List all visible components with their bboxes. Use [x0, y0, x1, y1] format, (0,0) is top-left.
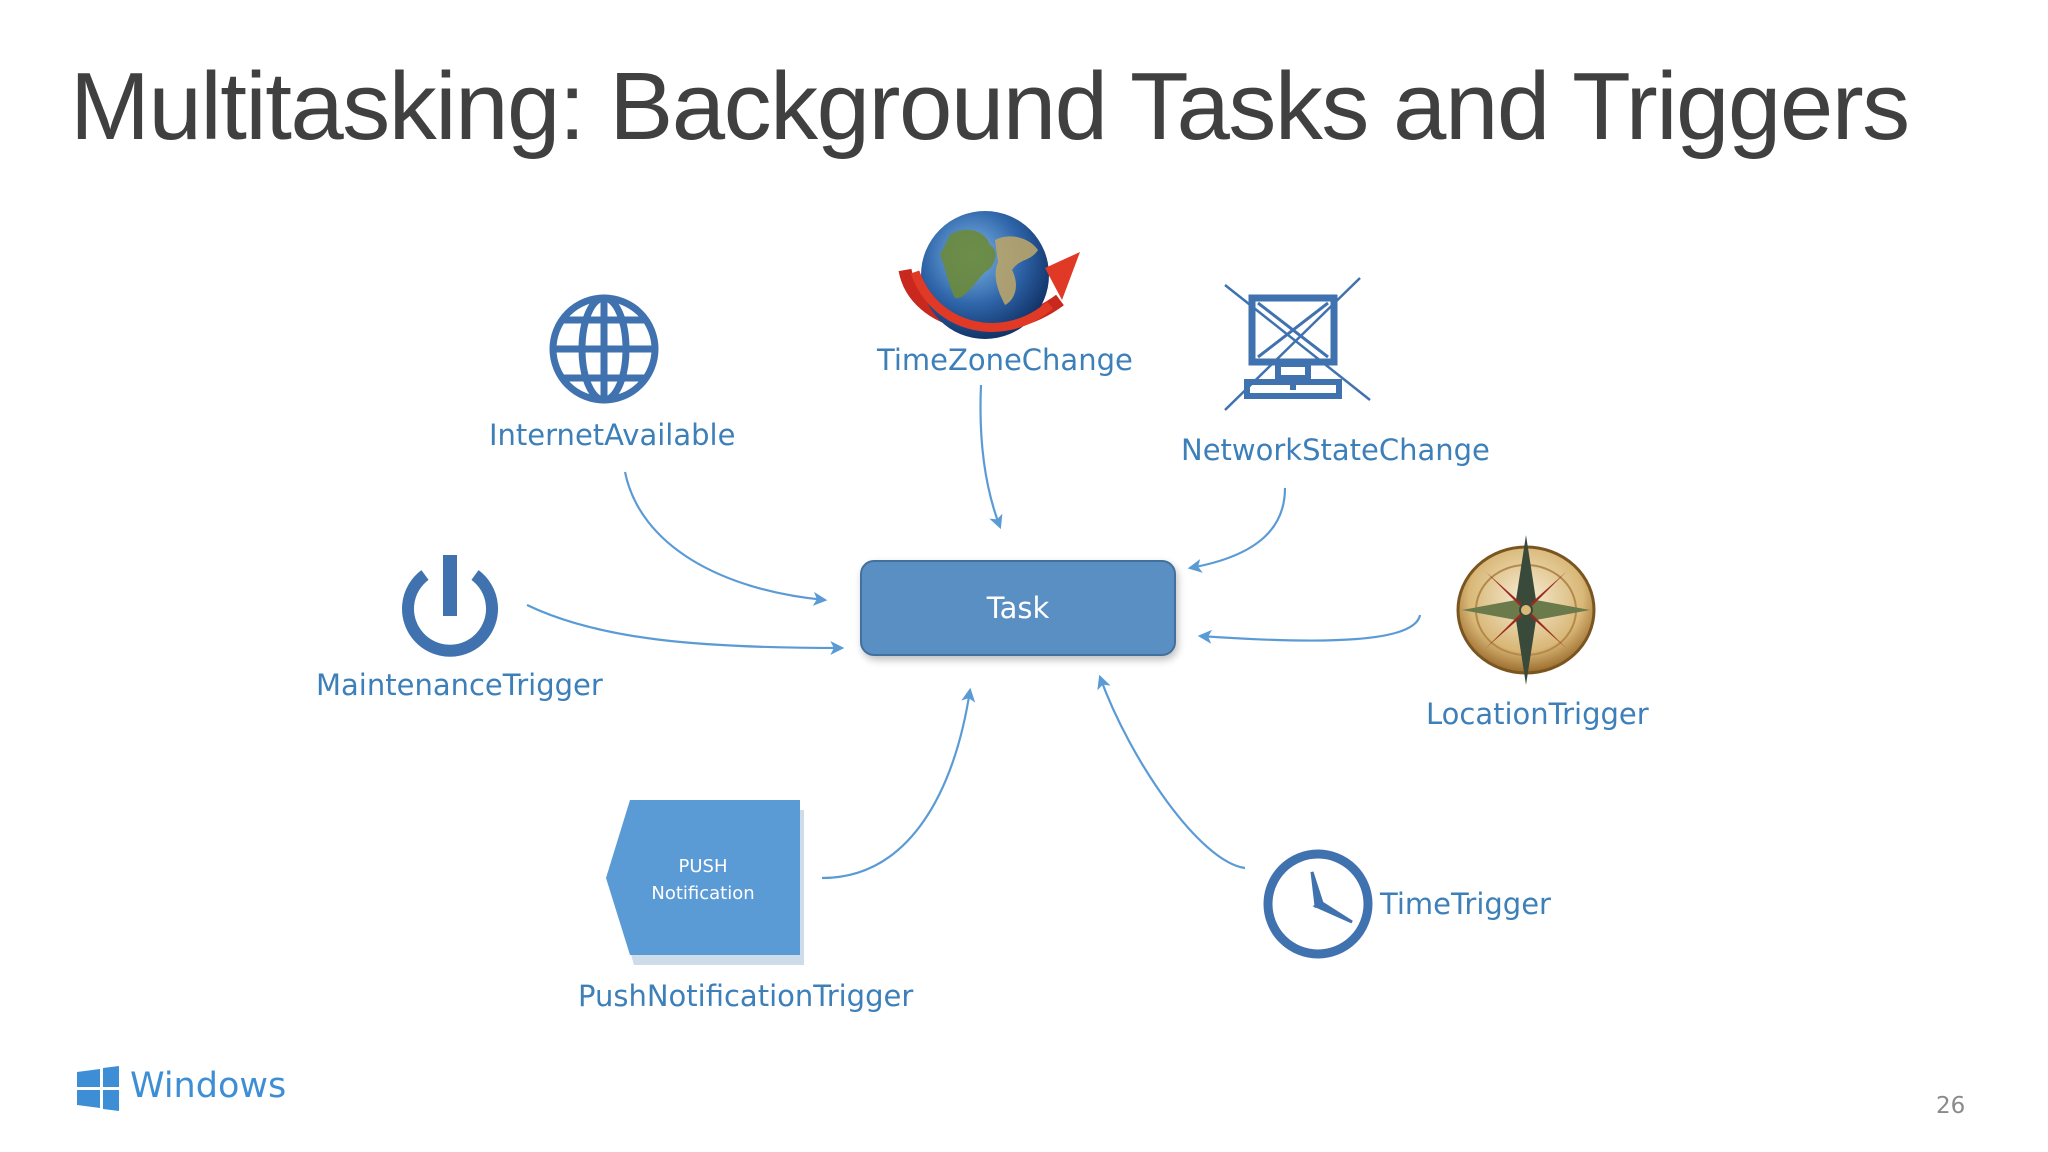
- windows-brand-text: Windows: [130, 1066, 287, 1106]
- arrow-push: [821, 687, 976, 880]
- push-notification-icon: [606, 800, 804, 965]
- label-time-trigger: TimeTrigger: [1380, 887, 1551, 921]
- label-network-state-change: NetworkStateChange: [1181, 433, 1490, 467]
- network-disconnected-icon: [1224, 277, 1371, 411]
- label-push-notification-trigger: PushNotificationTrigger: [578, 979, 914, 1013]
- label-internet-available: InternetAvailable: [489, 418, 736, 452]
- label-timezone-change: TimeZoneChange: [877, 343, 1133, 377]
- arrow-timezone: [979, 384, 1003, 530]
- arrow-network: [1187, 487, 1287, 573]
- arrow-internet: [623, 471, 828, 606]
- arrow-location: [1197, 614, 1422, 644]
- arrow-time: [1097, 674, 1246, 870]
- windows-logo-icon: [77, 1066, 119, 1111]
- label-location-trigger: LocationTrigger: [1426, 697, 1649, 731]
- page-number: 26: [1936, 1093, 1966, 1119]
- task-label: Task: [986, 591, 1050, 625]
- clock-icon: [1263, 849, 1373, 959]
- globe-icon: [549, 294, 659, 404]
- compass-icon: [1456, 535, 1596, 685]
- task-box: Task: [860, 560, 1176, 656]
- push-notification-text: PUSH Notification: [651, 856, 755, 904]
- power-icon: [402, 555, 498, 657]
- earth-icon: [898, 211, 1080, 339]
- arrow-maintenance: [526, 604, 845, 655]
- label-maintenance-trigger: MaintenanceTrigger: [316, 668, 603, 702]
- slide-title: Multitasking: Background Tasks and Trigg…: [70, 53, 1910, 160]
